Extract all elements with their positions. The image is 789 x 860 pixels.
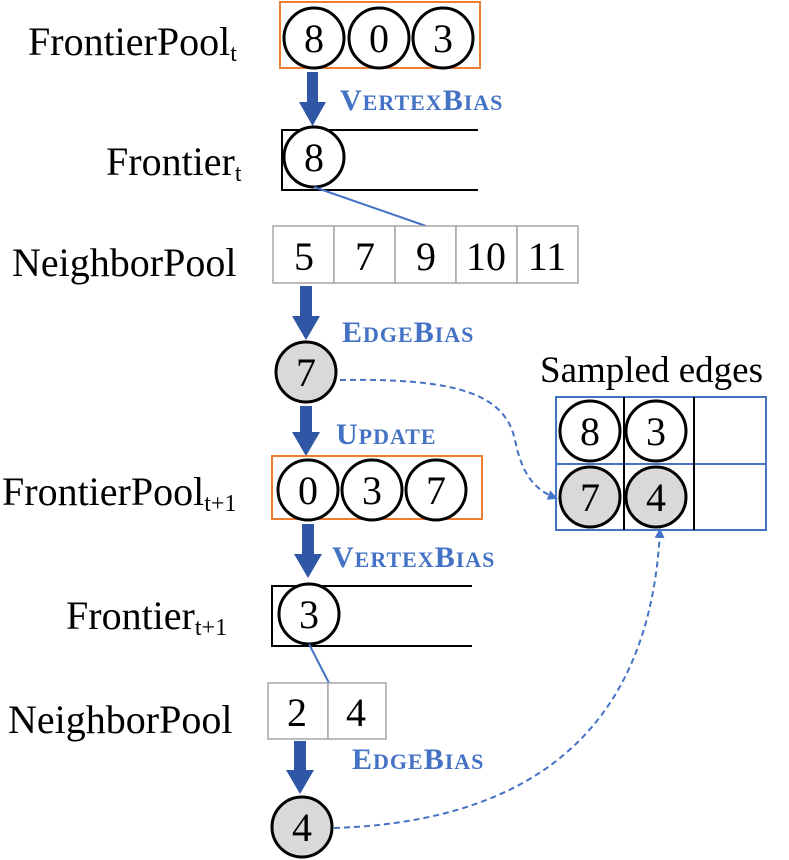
sampled-edge-2-src-text: 7 — [580, 475, 600, 520]
frontier-pool-t-label: FrontierPoolt — [28, 19, 237, 67]
sampled-edge-1-src-text: 8 — [580, 409, 600, 454]
neighbor-pool-2-label: NeighborPool — [8, 697, 233, 742]
neighbor-link-line-1 — [313, 186, 427, 227]
frontier-t-node-text: 8 — [304, 135, 324, 180]
sampled-edge-2-src-node — [558, 465, 622, 529]
sampled-edge-2-dst-text: 4 — [646, 475, 666, 520]
frontier-pool-t-node-1-text: 8 — [304, 16, 324, 61]
frontier-pool-t-node-1 — [282, 6, 346, 70]
neighbor-pool-1-cell-2 — [333, 225, 396, 284]
neighbor-pool-2-value-2: 4 — [346, 690, 366, 735]
neighbor-link-line-2 — [308, 643, 330, 684]
neighbor-pool-1-value-5: 11 — [528, 234, 567, 279]
frontier-t1-node-text: 3 — [299, 592, 319, 637]
sampled-node-1 — [274, 340, 338, 404]
sampled-node-2-text: 4 — [292, 805, 312, 850]
frontier-pool-t-node-2 — [347, 6, 411, 70]
down-arrow-2 — [292, 286, 320, 340]
neighbor-pool-1-cell-4 — [455, 225, 518, 284]
sampled-edges-label: Sampled edges — [540, 350, 763, 391]
down-arrow-5 — [286, 741, 314, 794]
frontier-pool-t-node-3 — [411, 6, 475, 70]
frontier-pool-t-node-3-text: 3 — [433, 16, 453, 61]
neighbor-pool-1-cell-5 — [516, 225, 579, 284]
neighbor-pool-1-value-1: 5 — [294, 234, 314, 279]
down-arrow-1 — [299, 72, 326, 126]
dashed-arrow-node4-to-table — [333, 528, 665, 829]
vertex-bias-label-2: VERTEXBIAS — [332, 541, 496, 574]
down-arrow-4 — [294, 524, 322, 578]
neighbor-pool-1-label: NeighborPool — [12, 240, 237, 285]
edge-bias-label-2: EDGEBIAS — [352, 743, 485, 776]
frontier-pool-t1-node-2 — [340, 458, 404, 522]
sampled-edge-1-dst-node — [624, 399, 688, 463]
frontier-pool-t-node-2-text: 0 — [369, 16, 389, 61]
frontier-t1-label: Frontiert+1 — [66, 593, 228, 641]
down-arrow-3 — [292, 406, 320, 456]
frontier-t-box — [281, 129, 478, 191]
frontier-t1-box — [271, 585, 472, 647]
frontier-pool-t1-node-1 — [276, 458, 340, 522]
neighbor-pool-1-value-2: 7 — [355, 234, 375, 279]
frontier-pool-t1-node-1-text: 0 — [298, 468, 318, 513]
edge-bias-label-1: EDGEBIAS — [342, 316, 475, 349]
vertex-bias-label-1: VERTEXBIAS — [340, 84, 504, 117]
sampled-edge-1-dst-text: 3 — [646, 409, 666, 454]
neighbor-pool-1-value-3: 9 — [416, 234, 436, 279]
neighbor-pool-2-value-1: 2 — [287, 690, 307, 735]
frontier-pool-t1-node-2-text: 3 — [362, 468, 382, 513]
neighbor-pool-2-cell-1 — [267, 682, 329, 740]
frontier-pool-t1-node-3 — [404, 458, 468, 522]
update-label: UPDATE — [336, 418, 437, 451]
sampled-node-1-text: 7 — [296, 350, 316, 395]
neighbor-pool-1-value-4: 10 — [466, 234, 506, 279]
dashed-arrow-node7-to-table — [339, 378, 558, 500]
sampled-node-2 — [270, 795, 334, 859]
sampled-edge-1-src-node — [558, 399, 622, 463]
neighbor-pool-2-cell-2 — [327, 682, 387, 740]
frontier-pool-t1-label: FrontierPoolt+1 — [2, 469, 237, 517]
neighbor-pool-1-cell-1 — [272, 225, 335, 284]
frontier-t-label: Frontiert — [106, 139, 242, 187]
sampled-edge-2-dst-node — [624, 465, 688, 529]
frontier-pool-t1-node-3-text: 7 — [426, 468, 446, 513]
